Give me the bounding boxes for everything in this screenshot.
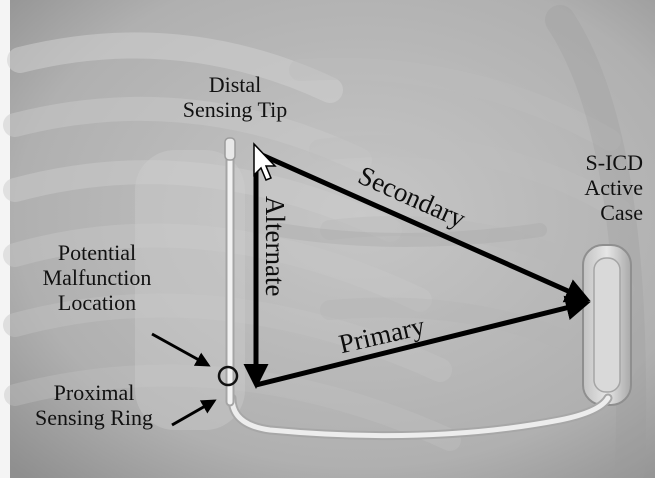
distal-line-2: Sensing Tip [160,97,310,122]
case-line-1: S-ICD [535,150,643,175]
potential-malfunction-label: Potential Malfunction Location [18,240,176,315]
malfunction-line-3: Location [18,290,176,315]
distal-sensing-tip-label: Distal Sensing Tip [160,72,310,122]
sicd-active-case-label: S-ICD Active Case [535,150,643,225]
sicd-case [583,245,631,405]
left-border [0,0,10,478]
malfunction-line-1: Potential [18,240,176,265]
malfunction-line-2: Malfunction [18,265,176,290]
proximal-line-1: Proximal [10,380,178,405]
proximal-line-2: Sensing Ring [10,405,178,430]
case-line-3: Case [535,200,643,225]
case-line-2: Active [535,175,643,200]
proximal-sensing-ring-label: Proximal Sensing Ring [10,380,178,430]
alternate-vector-label: Alternate [260,196,290,296]
distal-line-1: Distal [160,72,310,97]
